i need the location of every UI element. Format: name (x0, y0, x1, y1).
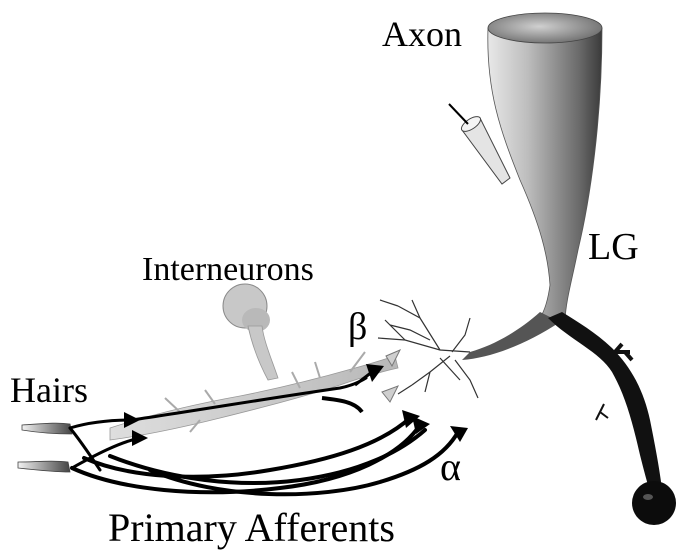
label-axon: Axon (382, 16, 462, 52)
lg-soma-highlight (643, 494, 653, 500)
label-primary-afferents: Primary Afferents (108, 508, 395, 548)
label-interneurons: Interneurons (142, 253, 314, 287)
label-alpha: α (440, 447, 461, 487)
hair-1 (22, 423, 72, 434)
interneuron-neck (248, 326, 278, 380)
afferent-terminal-curve (322, 398, 362, 412)
lg-soma (632, 481, 676, 525)
lg-neuron (462, 13, 676, 525)
lg-dendritic-arbor (378, 300, 478, 398)
lg-axon-top-opening (488, 13, 602, 43)
hair-2 (18, 461, 70, 472)
beta-arrowhead-open-2 (382, 386, 398, 402)
lg-lower-branch (548, 312, 662, 492)
hairs (18, 423, 72, 472)
label-hairs: Hairs (10, 372, 88, 408)
interneuron-process (110, 356, 398, 440)
label-beta: β (348, 308, 367, 346)
label-lg: LG (588, 228, 639, 266)
lg-dendrite-stem (462, 312, 560, 360)
lg-small-twig (596, 404, 608, 420)
electrode-wire (449, 104, 468, 124)
